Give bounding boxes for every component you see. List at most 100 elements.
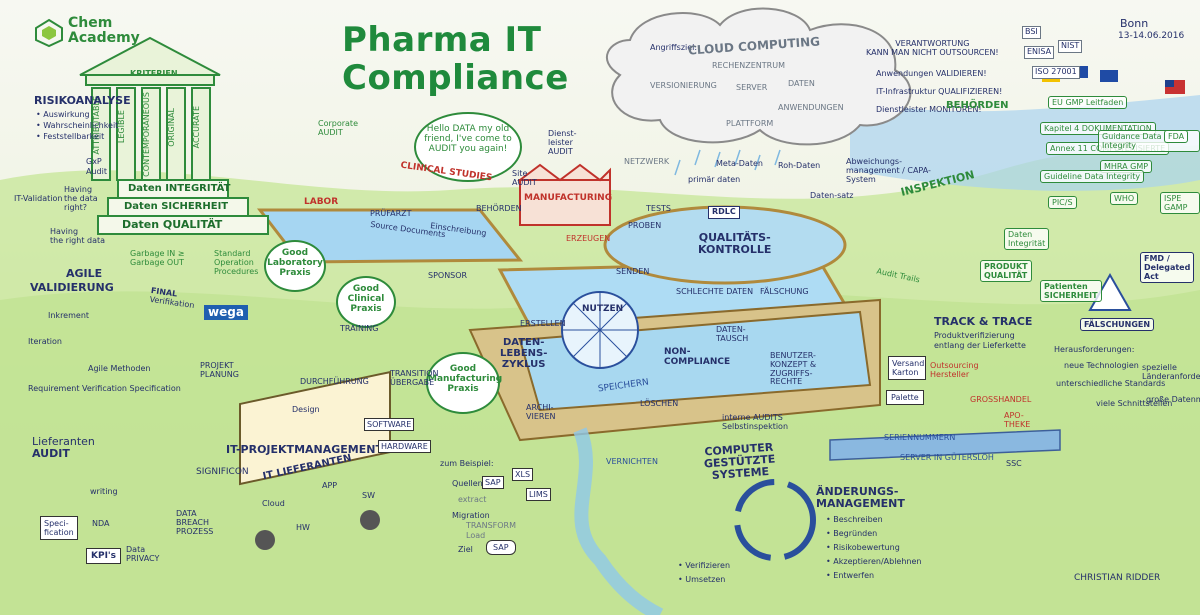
apotheke-label: APO-THEKE bbox=[1004, 411, 1031, 429]
logo-line-1: Chem bbox=[68, 15, 113, 31]
non-compliance-label: NON- COMPLIANCE bbox=[664, 347, 731, 368]
pillar-5: ACCURATE bbox=[192, 106, 201, 149]
temple-step-3: Daten QUALITÄT bbox=[122, 218, 223, 231]
glp-line-1: Good bbox=[281, 248, 309, 258]
fmd-sign: FMD / Delegated Act bbox=[1140, 252, 1195, 283]
it-validation-label: IT-Validation bbox=[14, 194, 63, 203]
seriennummern-label: SERIENNUMMERN bbox=[884, 433, 956, 442]
badge-bsi: BSI bbox=[1022, 26, 1041, 39]
hello-data-bubble: Hello DATA my old friend, I've come to A… bbox=[414, 112, 522, 182]
rechenzentrum-label: RECHENZENTRUM bbox=[712, 61, 785, 70]
dienst-line-1: Dienst- bbox=[548, 129, 577, 138]
sa-line-1: Lieferanten bbox=[32, 435, 95, 448]
dp-line-2: PRIVACY bbox=[126, 553, 160, 563]
nutzen-label: NUTZEN bbox=[582, 304, 624, 314]
having-line-1: Having bbox=[64, 185, 93, 194]
auth-item-1: EU GMP Leitfaden bbox=[1048, 96, 1128, 109]
extract-label: extract bbox=[458, 495, 487, 504]
senden-label: SENDEN bbox=[616, 267, 650, 276]
kpi-box: KPI's bbox=[86, 548, 122, 564]
significon-logo: SIGNIFICON bbox=[196, 467, 249, 477]
temple-step-1: Daten INTEGRITÄT bbox=[128, 183, 231, 194]
increment-label: Inkrement bbox=[48, 311, 90, 320]
event-location: Bonn bbox=[1120, 17, 1149, 30]
event-dates: 13-14.06.2016 bbox=[1118, 31, 1185, 41]
corporate-audit: Corporate AUDIT bbox=[318, 119, 358, 138]
garbage-bubble: Garbage IN ≥ Garbage OUT bbox=[130, 249, 185, 268]
ssc-label: SSC bbox=[1006, 459, 1022, 468]
erstellen-label: ERSTELLEN bbox=[520, 319, 566, 328]
resp-line-1: VERANTWORTUNG bbox=[895, 39, 970, 48]
design-label: Design bbox=[292, 405, 320, 414]
proben-label: PROBEN bbox=[628, 221, 662, 230]
benutzer-label: BENUTZER-KONZEPT & ZUGRIFFS-RECHTE bbox=[770, 351, 817, 387]
source-box-2: XLS bbox=[512, 468, 534, 481]
sa-line-2: AUDIT bbox=[32, 447, 70, 461]
lc-line-1: DATEN- bbox=[502, 337, 545, 348]
fmd-line-3: Act bbox=[1144, 272, 1159, 281]
having2-line-1: Having bbox=[50, 227, 79, 236]
risk-item-3: • Feststellbarkeit bbox=[36, 132, 105, 141]
versand-karton: Versand Karton bbox=[888, 356, 926, 380]
qc-line-2: KONTROLLE bbox=[698, 243, 772, 257]
resp-item-3: Dienstleister MONITOREN! bbox=[876, 105, 982, 114]
di-line-1: Daten bbox=[1008, 230, 1033, 239]
truck-cloud: Cloud bbox=[262, 499, 285, 508]
auth-item-6: Guideline Data Integrity bbox=[1040, 170, 1145, 183]
vernichten-label: VERNICHTEN bbox=[606, 457, 658, 466]
source-box-1: SAP bbox=[482, 476, 504, 489]
outsourcing-label: Outsourcing Hersteller bbox=[930, 361, 979, 379]
ziel-label: Ziel bbox=[458, 545, 473, 554]
change-item-3: • Risikobewertung bbox=[826, 543, 900, 552]
durchfuehrung-label: DURCHFÜHRUNG bbox=[300, 377, 369, 386]
example-title: zum Beispiel: bbox=[440, 459, 494, 468]
iteration-label: Iteration bbox=[28, 337, 62, 346]
fmd-line-2: Delegated bbox=[1144, 263, 1191, 272]
meta-data-label: Meta-Daten bbox=[716, 159, 763, 168]
migration-label: Migration bbox=[452, 511, 490, 520]
glp-line-2: Laboratory bbox=[267, 258, 323, 268]
logo-icon bbox=[35, 18, 63, 48]
behoerden-label: BEHÖRDEN bbox=[476, 204, 522, 213]
db-line-2: BREACH bbox=[176, 517, 210, 527]
nc-line-2: COMPLIANCE bbox=[664, 356, 731, 367]
ps-line-2: SICHERHEIT bbox=[1044, 291, 1098, 300]
challenge-1: neue Technologien bbox=[1064, 361, 1139, 370]
page-title-line-2: Compliance bbox=[342, 58, 569, 98]
gcp-line-2: Clinical bbox=[347, 294, 385, 304]
daten-integritaet-sign: Daten Integrität bbox=[1004, 228, 1050, 250]
challenge-2: unterschiedliche Standards bbox=[1056, 379, 1166, 388]
badge-nist: NIST bbox=[1058, 40, 1083, 53]
truck-hw: HW bbox=[296, 523, 310, 532]
dt-line-2: TAUSCH bbox=[716, 333, 749, 343]
badge-enisa: ENISA bbox=[1024, 46, 1055, 59]
cm-line-2: MANAGEMENT bbox=[816, 497, 905, 511]
quality-control-title: QUALITÄTS- KONTROLLE bbox=[698, 231, 772, 257]
schlechte-daten-label: SCHLECHTE DATEN bbox=[676, 287, 754, 296]
server-label: SERVER bbox=[736, 83, 768, 92]
agile-methods-label: Agile Methoden bbox=[88, 364, 151, 373]
sop-label: Standard Operation Procedures bbox=[214, 249, 258, 276]
site-audit: Site AUDIT bbox=[512, 169, 537, 188]
verify-item-2: • Umsetzen bbox=[678, 575, 726, 584]
artist-signature: CHRISTIAN RIDDER bbox=[1074, 573, 1161, 583]
nda-label: NDA bbox=[92, 519, 110, 528]
sponsor-label: SPONSOR bbox=[428, 271, 468, 280]
primary-data-label: primär daten bbox=[688, 175, 741, 184]
corporate-line-2: AUDIT bbox=[318, 127, 343, 137]
pillar-2: LEGIBLE bbox=[117, 110, 126, 144]
cm-line-1: ÄNDERUNGS- bbox=[816, 485, 899, 498]
quellen-label: Quellen bbox=[452, 479, 483, 488]
dt-line-1: DATEN- bbox=[716, 325, 746, 334]
target-sap: SAP bbox=[486, 540, 516, 555]
archivieren-label: ARCHI- VIEREN bbox=[526, 403, 555, 422]
grosshandel-label: GROSSHANDEL bbox=[970, 395, 1032, 404]
server-guetersloh-label: SERVER IN GÜTERSLOH bbox=[900, 453, 994, 462]
transition-line-1: TRANSITION bbox=[390, 369, 439, 378]
spec-line-2: fication bbox=[44, 528, 74, 537]
resp-item-1: Anwendungen VALIDIEREN! bbox=[876, 69, 987, 78]
software-box: SOFTWARE bbox=[364, 418, 415, 431]
lifecycle-title: DATEN- LEBENS- ZYKLUS bbox=[500, 337, 547, 370]
db-line-3: PROZESS bbox=[176, 526, 214, 536]
